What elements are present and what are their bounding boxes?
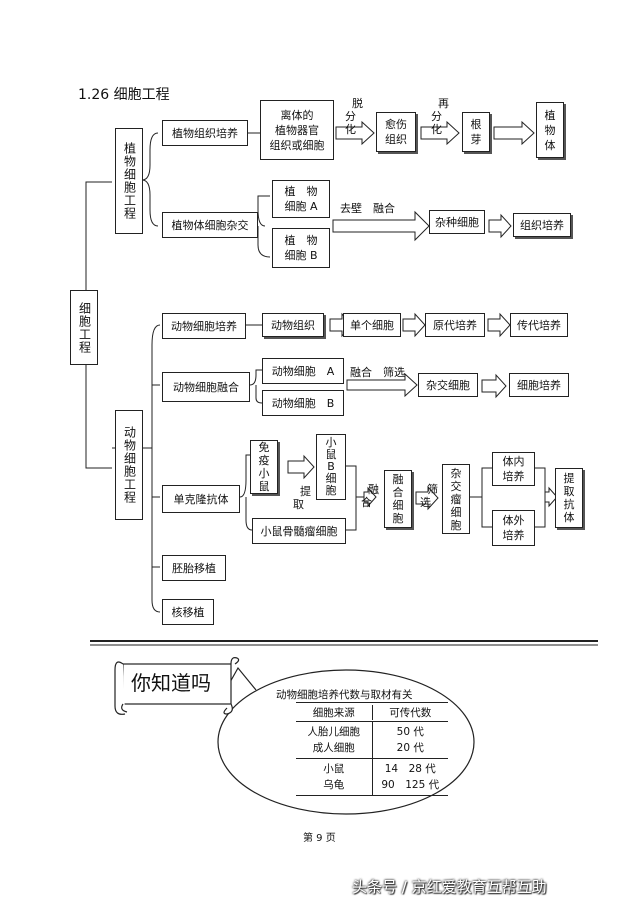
- primary-culture-box: 原代培养: [425, 313, 485, 337]
- screen-label: 筛 选: [420, 483, 438, 509]
- animal-cell-culture: 动物细胞培养: [162, 313, 246, 339]
- dedifferentiation-label: 脱 分 化: [345, 97, 363, 136]
- hybrid-cell-animal-box: 杂交细胞: [418, 373, 478, 397]
- col-header-generations: 可传代数: [389, 706, 432, 719]
- table-cell: 50 代: [396, 726, 424, 738]
- tissue-culture-box: 组织培养: [513, 213, 571, 237]
- table-cell: 20 代: [396, 742, 424, 754]
- extract-antibody-box: 提 取 抗 体: [555, 468, 583, 528]
- section-title: 1.26 细胞工程: [78, 87, 170, 103]
- wall-removal-fusion-label: 去壁 融合: [340, 202, 395, 215]
- mouse-b-cell-box: 小 鼠 B 细 胞: [316, 434, 346, 500]
- table-cell: 14 28 代: [384, 763, 436, 775]
- extract-label: 提 取: [293, 485, 311, 511]
- table-row: 成人细胞: [312, 742, 355, 754]
- plant-cell-b: 植 物 细胞 B: [272, 228, 330, 268]
- monoclonal-antibody: 单克隆抗体: [162, 485, 240, 513]
- plant-cell-a: 植 物 细胞 A: [272, 180, 330, 218]
- plant-somatic-hybridization: 植物体细胞杂交: [162, 212, 258, 238]
- plant-cell-engineering: 植物细胞工程: [115, 128, 143, 234]
- root-bud-box: 根 芽: [462, 112, 490, 152]
- animal-cell-a: 动物细胞 A: [262, 358, 344, 384]
- plant-body-box: 植 物 体: [536, 102, 564, 158]
- fused-cell-box: 融 合 细 胞: [384, 470, 412, 528]
- animal-tissue-box: 动物组织: [262, 313, 324, 337]
- callus-box: 愈伤 组织: [376, 112, 416, 152]
- table-row: 人胎儿细胞: [307, 726, 361, 738]
- passage-culture-box: 传代培养: [510, 313, 568, 337]
- nuclear-transfer: 核移植: [162, 599, 214, 625]
- hybrid-cell-box: 杂种细胞: [429, 210, 485, 234]
- table-row: 小鼠: [323, 763, 345, 775]
- myeloma-cell-box: 小鼠骨髓瘤细胞: [252, 518, 346, 544]
- watermark: 头条号 / 京红爱教育互帮互助: [352, 878, 547, 896]
- in-vitro-culture-box: 体外 培养: [492, 510, 535, 546]
- table-cell: 90 125 代: [381, 779, 440, 791]
- fuse-label: 融 合: [361, 483, 379, 509]
- table-row: 乌龟: [323, 779, 345, 791]
- fusion-screen-label: 融合 筛选: [350, 366, 405, 379]
- immunized-mouse-box: 免 疫 小 鼠: [250, 440, 278, 494]
- plant-tissue-culture: 植物组织培养: [162, 120, 248, 146]
- animal-cell-b: 动物细胞 B: [262, 390, 344, 416]
- cell-culture-box: 细胞培养: [509, 373, 569, 397]
- hybridoma-box: 杂 交 瘤 细 胞: [442, 464, 470, 534]
- root-cell-engineering: 细胞工程: [70, 290, 98, 365]
- table-title: 动物细胞培养代数与取材有关: [276, 689, 413, 701]
- did-you-know-title: 你知道吗: [131, 671, 211, 695]
- in-vivo-culture-box: 体内 培养: [492, 452, 535, 486]
- redifferentiation-label: 再 分 化: [431, 97, 449, 136]
- culture-generations-table: 细胞来源 可传代数 人胎儿细胞 成人细胞 50 代 20 代 小鼠 乌龟 14 …: [296, 702, 448, 796]
- isolated-plant-organ: 离体的 植物器官 组织或细胞: [260, 100, 334, 160]
- single-cell-box: 单个细胞: [343, 313, 401, 337]
- embryo-transfer: 胚胎移植: [162, 555, 226, 581]
- page-number: 第 9 页: [303, 833, 336, 844]
- animal-cell-fusion: 动物细胞融合: [162, 372, 250, 402]
- col-header-source: 细胞来源: [296, 704, 373, 720]
- animal-cell-engineering: 动物细胞工程: [115, 410, 143, 520]
